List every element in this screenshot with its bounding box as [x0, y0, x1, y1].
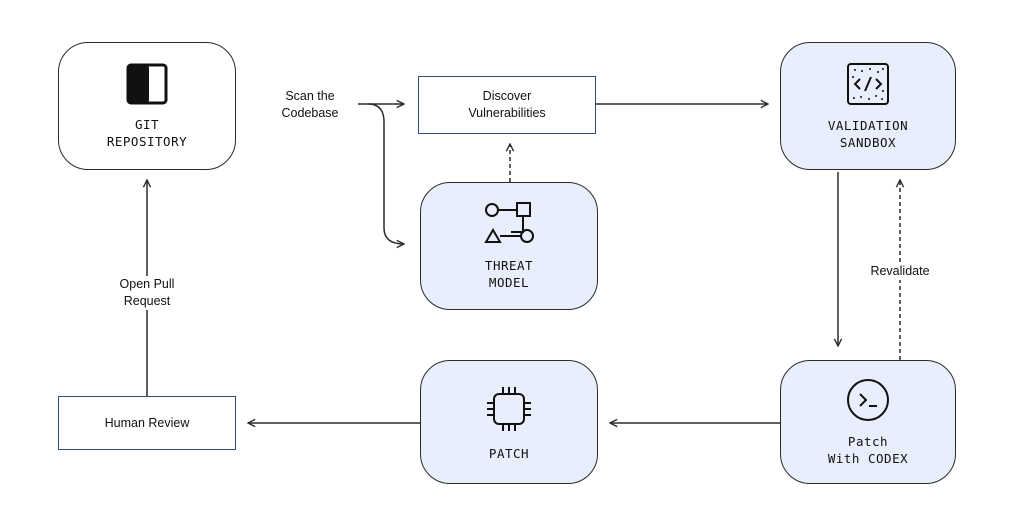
split-square-icon [126, 63, 168, 105]
terminal-prompt-icon [847, 379, 889, 421]
code-brackets-icon [847, 63, 889, 105]
git-repository-label: GIT REPOSITORY [106, 117, 188, 149]
patch-with-codex-node: Patch With CODEX [780, 360, 956, 484]
patch-with-codex-label: Patch With CODEX [827, 434, 909, 466]
human-review-box: Human Review [58, 396, 236, 450]
git-repository-node: GIT REPOSITORY [58, 42, 236, 170]
discover-vulnerabilities-box: Discover Vulnerabilities [418, 76, 596, 134]
revalidate-label: Revalidate [860, 263, 940, 280]
arrow-git-to-threat-model [367, 103, 404, 244]
open-pull-request-label: Open Pull Request [102, 276, 192, 310]
patch-label: PATCH [488, 445, 530, 461]
chip-icon [487, 386, 531, 431]
validation-sandbox-label: VALIDATION SANDBOX [827, 118, 909, 150]
scan-the-codebase-label: Scan the Codebase [270, 88, 350, 122]
threat-model-label: THREAT MODEL [484, 258, 534, 290]
threat-model-node: THREAT MODEL [420, 182, 598, 310]
validation-sandbox-node: VALIDATION SANDBOX [780, 42, 956, 170]
patch-node: PATCH [420, 360, 598, 484]
shapes-graph-icon [484, 202, 534, 243]
